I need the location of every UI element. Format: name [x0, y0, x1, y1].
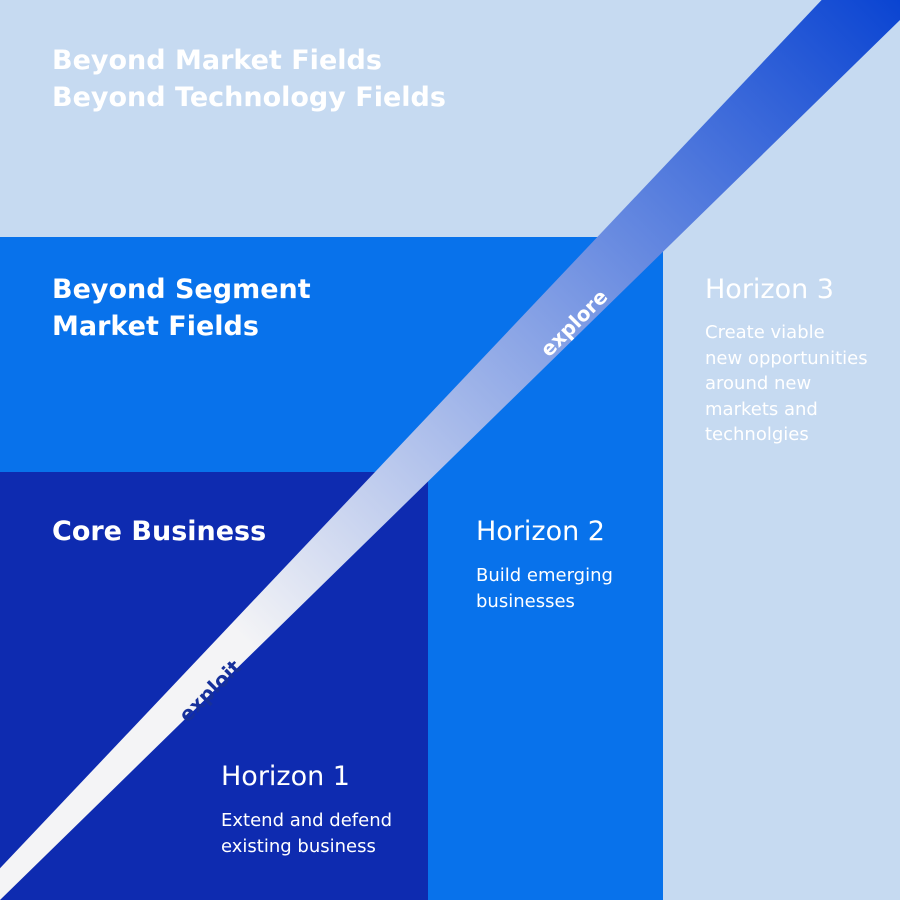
outer-title-line-2: Beyond Technology Fields [52, 82, 446, 113]
horizon-3-desc-line-1: Create viable [705, 322, 825, 343]
core-title-line-1: Core Business [52, 516, 267, 547]
outer-title-line-1: Beyond Market Fields [52, 45, 382, 76]
middle-region-title: Beyond Segment Market Fields [52, 271, 311, 345]
core-region-title: Core Business [52, 513, 266, 550]
middle-title-line-2: Market Fields [52, 311, 259, 342]
horizon-1-title: Horizon 1 [221, 761, 350, 792]
middle-title-line-1: Beyond Segment [52, 274, 311, 305]
horizon-3-desc-line-2: new opportunities [705, 347, 868, 369]
horizon-2-description: Build emerging businesses [476, 563, 613, 614]
horizon-3-desc-line-5: technolgies [705, 424, 809, 445]
horizon-1-desc-line-1: Extend and defend [221, 810, 393, 831]
outer-region-title: Beyond Market Fields Beyond Technology F… [52, 42, 446, 116]
horizon-2-title: Horizon 2 [476, 516, 605, 547]
horizon-2-desc-line-2: businesses [476, 590, 575, 612]
horizon-2-column [428, 472, 663, 900]
horizon-1-desc-line-2: existing business [221, 835, 376, 857]
horizon-3-title: Horizon 3 [705, 274, 834, 305]
horizon-3-description: Create viable new opportunities around n… [705, 320, 868, 448]
horizon-2-desc-line-1: Build emerging [476, 565, 613, 586]
horizon-1-description: Extend and defend existing business [221, 808, 392, 859]
horizon-3-desc-line-3: around new [705, 373, 812, 394]
horizon-3-desc-line-4: markets and [705, 398, 818, 420]
